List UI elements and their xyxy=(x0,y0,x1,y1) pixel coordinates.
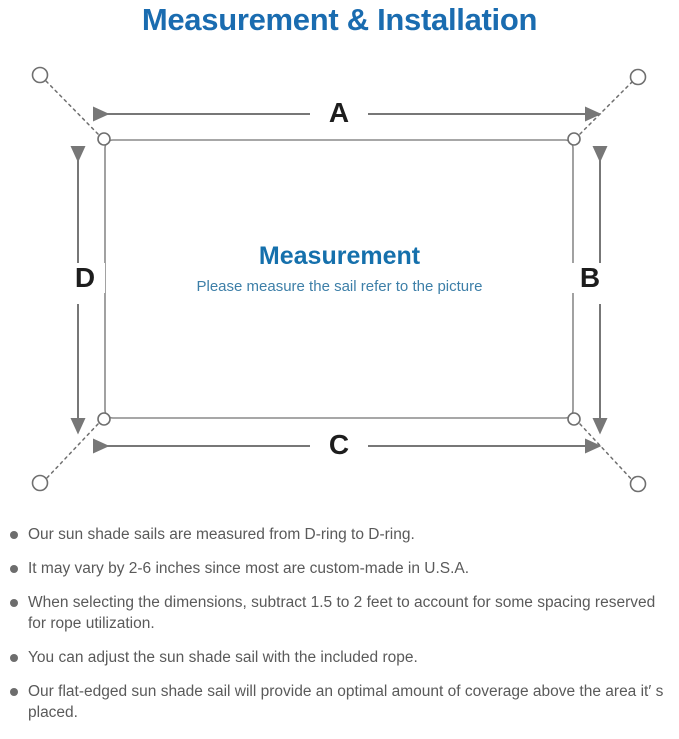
sail-label: Measurement xyxy=(258,242,421,270)
note-text: When selecting the dimensions, subtract … xyxy=(28,594,656,632)
note-text: Our sun shade sails are measured from D-… xyxy=(28,526,415,543)
anchor-point-bottom-left xyxy=(31,474,49,492)
rope-line-bottom-right xyxy=(579,423,635,483)
sail-sublabel: Please measure the sail refer to the pic… xyxy=(196,278,483,295)
rope-line-top-right xyxy=(579,79,635,135)
dimension-label-c: C xyxy=(310,430,368,460)
note-item: You can adjust the sun shade sail with t… xyxy=(0,647,679,668)
rope-line-top-left xyxy=(44,79,99,135)
note-item: It may vary by 2-6 inches since most are… xyxy=(0,558,679,579)
note-text: It may vary by 2-6 inches since most are… xyxy=(28,560,470,577)
rope-line-bottom-left xyxy=(44,423,99,481)
bullet-icon xyxy=(10,688,18,696)
bullet-icon xyxy=(10,565,18,573)
anchor-point-bottom-right xyxy=(629,475,647,493)
notes-list: Our sun shade sails are measured from D-… xyxy=(0,524,679,736)
d-ring-bottom-left xyxy=(97,412,111,426)
d-ring-top-left xyxy=(97,132,111,146)
anchor-point-top-left xyxy=(31,66,49,84)
d-ring-bottom-right xyxy=(567,412,581,426)
d-ring-top-right xyxy=(567,132,581,146)
bullet-icon xyxy=(10,599,18,607)
note-text: You can adjust the sun shade sail with t… xyxy=(28,649,418,666)
dimension-label-d: D xyxy=(65,263,105,293)
diagram-svg xyxy=(31,66,647,493)
dimension-label-a: A xyxy=(310,98,368,128)
note-item: Our flat-edged sun shade sail will provi… xyxy=(0,681,679,723)
note-text: Our flat-edged sun shade sail will provi… xyxy=(28,683,664,721)
note-item: Our sun shade sails are measured from D-… xyxy=(0,524,679,545)
bullet-icon xyxy=(10,531,18,539)
page-title: Measurement & Installation xyxy=(141,2,538,37)
dimension-label-b: B xyxy=(570,263,610,293)
bullet-icon xyxy=(10,654,18,662)
measurement-diagram xyxy=(0,52,679,512)
note-item: When selecting the dimensions, subtract … xyxy=(0,592,679,634)
anchor-point-top-right xyxy=(629,68,647,86)
